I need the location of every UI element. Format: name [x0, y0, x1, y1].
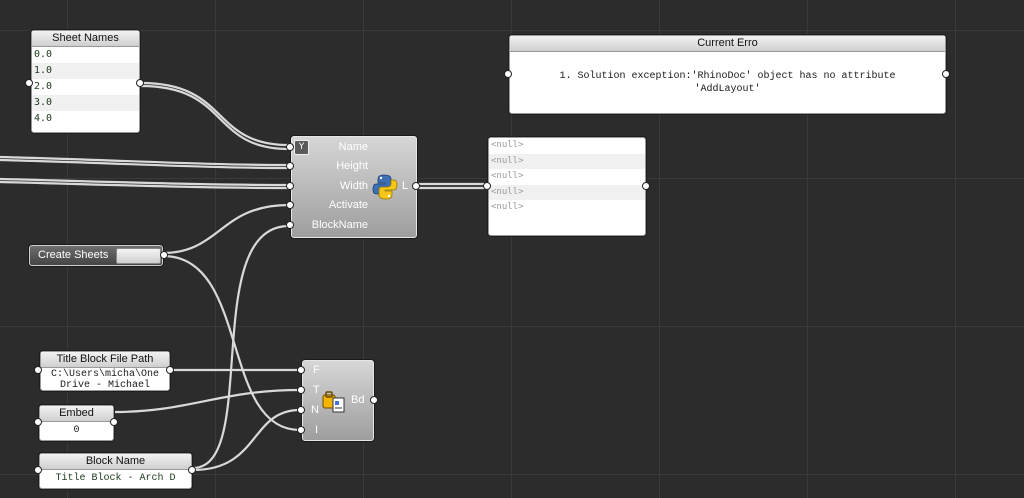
create-sheets-output-grip[interactable] — [160, 251, 168, 259]
input-i-label: I — [315, 424, 319, 436]
embed-input-grip[interactable] — [34, 418, 42, 426]
filter-icon: Y — [294, 140, 309, 155]
null-item: <null> — [489, 153, 645, 169]
block-definition-icon — [322, 391, 345, 413]
python-input-width-grip[interactable] — [286, 182, 294, 190]
input-t-label: T — [313, 384, 320, 396]
embed-value: 0 — [73, 425, 80, 436]
embed-output-grip[interactable] — [110, 418, 118, 426]
python-icon — [372, 174, 398, 200]
block-input-f-grip[interactable] — [297, 366, 305, 374]
toggle-switch[interactable] — [116, 248, 161, 264]
current-error-panel[interactable]: Current Erro 1. Solution exception:'Rhin… — [509, 35, 946, 114]
wire-create-activate — [161, 203, 291, 255]
error-input-grip[interactable] — [504, 70, 512, 78]
error-output-grip[interactable] — [942, 70, 950, 78]
null-item: <null> — [491, 140, 524, 150]
sheet-names-title: Sheet Names — [32, 31, 139, 47]
block-name-value: Title Block - Arch D — [55, 473, 176, 484]
block-name-title: Block Name — [40, 454, 191, 470]
sheet-names-input-grip[interactable] — [25, 79, 33, 87]
wire-left-height — [0, 155, 291, 167]
sheet-name-item: 1.0 — [32, 63, 139, 79]
wire-blockname-N — [191, 408, 302, 472]
title-block-path-panel[interactable]: Title Block File Path C:\Users\micha\One… — [40, 351, 170, 391]
sheet-name-item: 3.0 — [32, 95, 139, 111]
embed-panel[interactable]: Embed 0 — [39, 405, 114, 441]
wire-left-width — [0, 177, 291, 187]
input-name-label: Name — [338, 141, 368, 153]
output-panel[interactable]: <null> <null> <null> <null> <null> — [488, 137, 646, 236]
block-input-n-grip[interactable] — [297, 406, 305, 414]
sheet-name-item: 2.0 — [34, 81, 53, 92]
null-item: <null> — [491, 171, 524, 181]
python-input-blockname-grip[interactable] — [286, 221, 294, 229]
sheet-name-item: 0.0 — [34, 49, 53, 60]
block-input-t-grip[interactable] — [297, 386, 305, 394]
input-activate-label: Activate — [328, 199, 368, 211]
block-name-panel[interactable]: Block Name Title Block - Arch D — [39, 453, 192, 489]
output-panel-output-grip[interactable] — [642, 182, 650, 190]
error-message-line2: 'AddLayout' — [694, 84, 761, 95]
output-bd-label: Bd — [351, 394, 365, 406]
create-sheets-toggle[interactable]: Create Sheets — [29, 245, 163, 266]
null-item: <null> — [489, 184, 645, 200]
block-input-i-grip[interactable] — [297, 426, 305, 434]
wire-embed-T — [112, 388, 302, 414]
input-height-label: Height — [336, 160, 368, 172]
python-input-name-grip[interactable] — [286, 143, 294, 151]
input-width-label: Width — [339, 180, 368, 192]
output-panel-input-grip[interactable] — [483, 182, 491, 190]
wire-create-blockI — [161, 254, 302, 432]
path-input-grip[interactable] — [34, 366, 42, 374]
block-name-input-grip[interactable] — [34, 466, 42, 474]
path-output-grip[interactable] — [166, 366, 174, 374]
wire-sheetnames-name — [139, 81, 291, 147]
input-blockname-label: BlockName — [311, 219, 368, 231]
null-item: <null> — [491, 202, 524, 212]
create-sheets-label: Create Sheets — [38, 249, 109, 261]
block-output-bd-grip[interactable] — [370, 396, 378, 404]
sheet-names-output-grip[interactable] — [136, 79, 144, 87]
python-input-height-grip[interactable] — [286, 162, 294, 170]
input-f-label: F — [313, 364, 320, 376]
sheet-names-panel[interactable]: Sheet Names 0.0 1.0 2.0 3.0 4.0 — [31, 30, 140, 133]
python-input-activate-grip[interactable] — [286, 201, 294, 209]
embed-title: Embed — [40, 406, 113, 422]
block-name-output-grip[interactable] — [188, 466, 196, 474]
wire-blockname-blockname — [191, 224, 291, 470]
block-definition-component[interactable]: F T N I Bd — [302, 360, 374, 441]
error-message-line1: 1. Solution exception:'RhinoDoc' object … — [559, 71, 896, 82]
python-output-l-grip[interactable] — [412, 182, 420, 190]
path-line2: Drive - Michael — [59, 380, 150, 391]
output-l-label: L — [402, 180, 409, 192]
path-line1: C:\Users\micha\One — [50, 369, 160, 380]
sheet-name-item: 4.0 — [34, 113, 53, 124]
current-error-title: Current Erro — [510, 36, 945, 52]
input-n-label: N — [311, 404, 319, 416]
python-component[interactable]: Y Name Height Width Activate BlockName L — [291, 136, 417, 238]
title-block-path-title: Title Block File Path — [41, 352, 169, 368]
